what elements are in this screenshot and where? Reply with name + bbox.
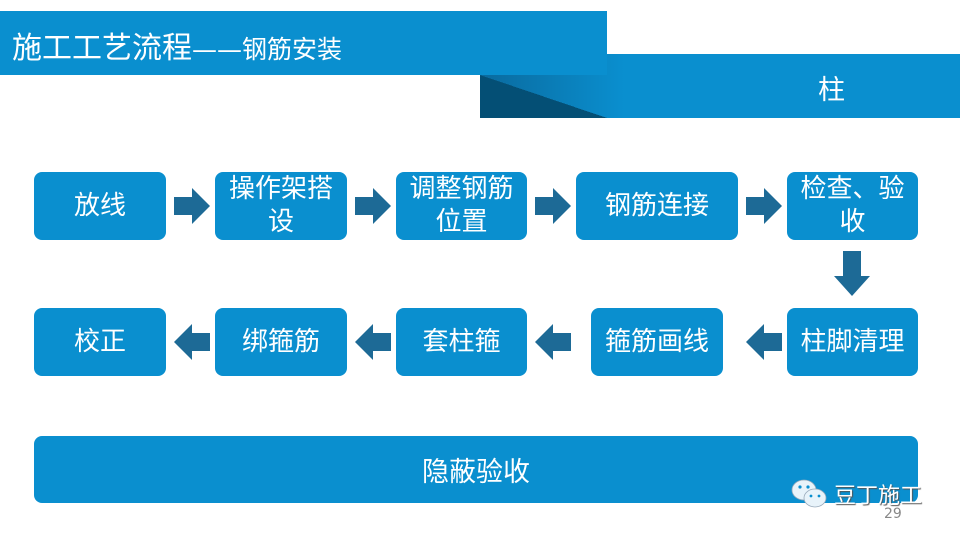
title-text: 施工工艺流程 [12, 31, 192, 66]
final-step-bar: 隐蔽验收 [34, 436, 918, 503]
brand-text: 豆丁施工 [834, 484, 923, 509]
title-separator: —— [192, 35, 242, 64]
step-box: 校正 [34, 308, 166, 376]
brand-watermark: 豆丁施工 [790, 478, 922, 510]
slide-title: 施工工艺流程——钢筋安装 [12, 23, 342, 67]
step-box: 柱脚清理 [787, 308, 918, 376]
step-box: 操作架搭设 [215, 172, 347, 240]
title-bar: 施工工艺流程——钢筋安装 [0, 11, 607, 75]
step-box: 绑箍筋 [215, 308, 347, 376]
step-box: 套柱箍 [396, 308, 527, 376]
step-box: 调整钢筋位置 [396, 172, 527, 240]
title-subtitle: 钢筋安装 [242, 35, 343, 64]
page-number: 29 [884, 506, 902, 522]
wechat-icon [791, 479, 827, 508]
step-box: 检查、验收 [787, 172, 918, 240]
section-label: 柱 [818, 75, 845, 106]
step-box: 钢筋连接 [576, 172, 738, 240]
step-box: 放线 [34, 172, 166, 240]
ribbon-fold [480, 75, 607, 118]
step-box: 箍筋画线 [591, 308, 723, 376]
